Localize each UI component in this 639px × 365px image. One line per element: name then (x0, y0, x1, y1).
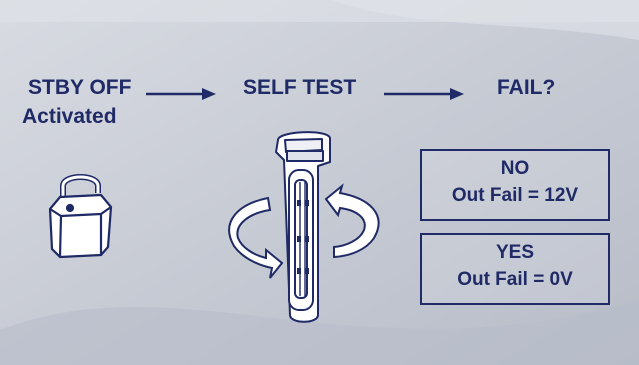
arrow-to-fail-icon (384, 88, 464, 100)
outcome-no-box: NO Out Fail = 12V (420, 149, 610, 221)
outcome-no-answer: NO (422, 155, 608, 182)
outcome-yes-detail: Out Fail = 0V (422, 266, 608, 293)
outcome-no-detail: Out Fail = 12V (422, 182, 608, 209)
handheld-device-icon (276, 132, 330, 322)
outcome-yes-box: YES Out Fail = 0V (420, 233, 610, 305)
padlock-open-icon (50, 177, 111, 257)
arrow-to-self-test-icon (146, 88, 216, 100)
outcome-yes-answer: YES (422, 239, 608, 266)
